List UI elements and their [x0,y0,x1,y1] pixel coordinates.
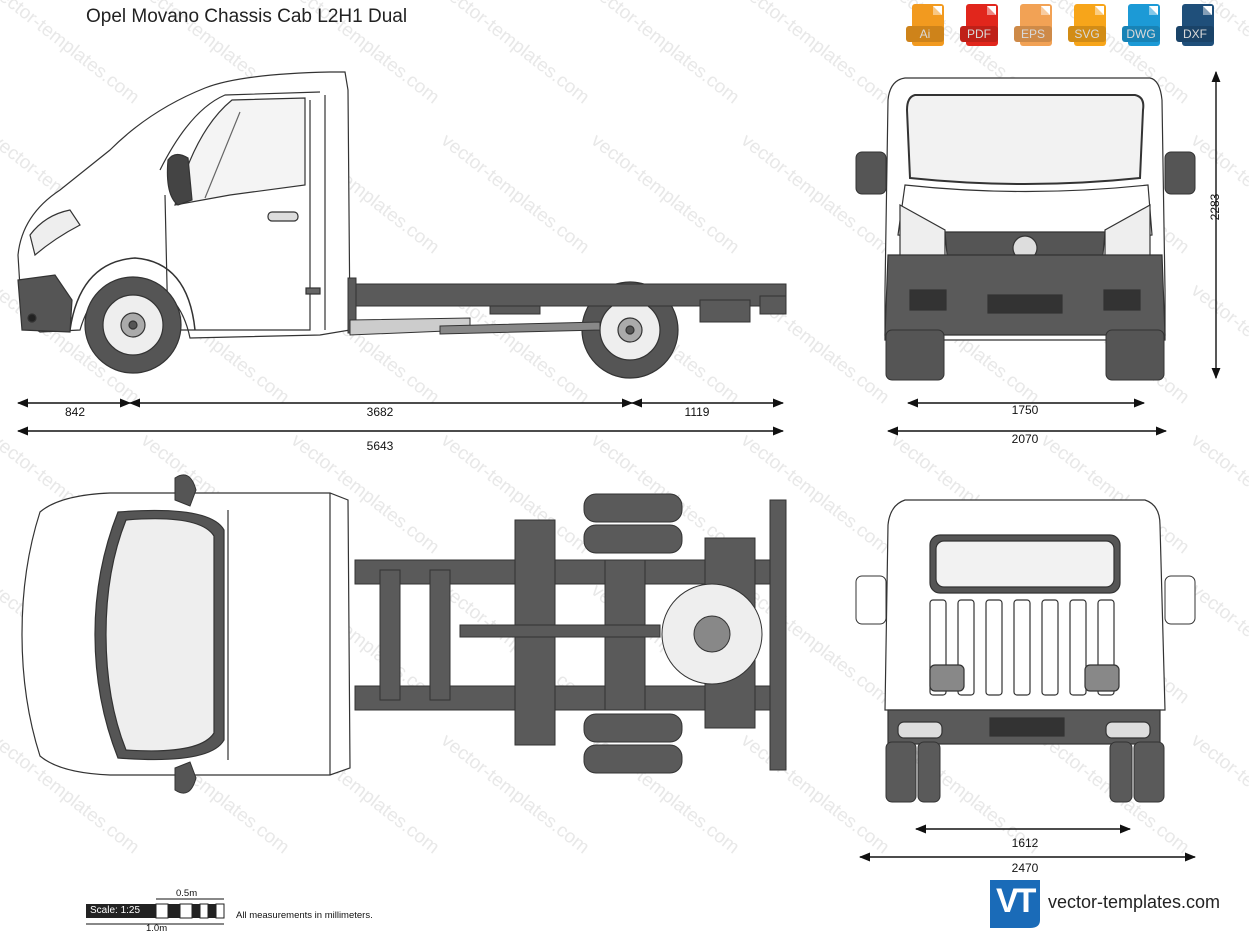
scale-bar [86,898,225,925]
page-title: Opel Movano Chassis Cab L2H1 Dual [86,6,408,27]
page-fold [1149,6,1158,15]
side-chassis [347,277,787,336]
dim-front-overhang: 842 [64,405,86,419]
front-view [884,77,1166,341]
dim-front-track: 1750 [1011,403,1039,417]
page-fold [1041,6,1050,15]
page-fold [987,6,996,15]
rear-view [884,499,1166,745]
top-view [21,492,351,776]
dim-rear-track: 1612 [1011,836,1039,850]
format-label: DWG [1122,26,1160,42]
dim-height: 2283 [1208,193,1222,221]
top-chassis [354,499,787,771]
front-mirrors [855,151,1196,195]
page-fold [933,6,942,15]
format-label: PDF [960,26,998,42]
side-view [17,71,351,339]
logo-text: VT [996,882,1036,920]
dimension-lines [16,70,1221,862]
dim-rear-overhang: 1119 [684,405,710,419]
top-mirrors [174,474,197,794]
format-label: DXF [1176,26,1214,42]
ai-file-icon[interactable]: Ai [906,2,946,50]
measurement-note: All measurements in millimeters. [236,910,373,921]
front-wheel-side [84,276,182,374]
rear-tires [885,741,1165,803]
page-fold [1095,6,1104,15]
format-label: EPS [1014,26,1052,42]
dxf-file-icon[interactable]: DXF [1176,2,1216,50]
dwg-file-icon[interactable]: DWG [1122,2,1162,50]
top-rear-tires [583,493,683,774]
scale-label: Scale: 1:25 [90,905,141,916]
scale-one-meter: 1.0m [146,923,168,934]
svg-file-icon[interactable]: SVG [1068,2,1108,50]
page-fold [1203,6,1212,15]
eps-file-icon[interactable]: EPS [1014,2,1054,50]
format-label: Ai [906,26,944,42]
dim-overall-length: 5643 [366,439,394,453]
dim-rear-width: 2470 [1011,861,1039,875]
format-label: SVG [1068,26,1106,42]
dim-front-width: 2070 [1011,432,1039,446]
pdf-file-icon[interactable]: PDF [960,2,1000,50]
scale-half-meter: 0.5m [176,888,198,899]
dim-wheelbase: 3682 [366,405,394,419]
vt-logo-icon [990,880,1040,928]
front-tires [885,329,1165,381]
rear-mirrors [855,575,1196,625]
brand-name[interactable]: vector-templates.com [1048,892,1221,912]
